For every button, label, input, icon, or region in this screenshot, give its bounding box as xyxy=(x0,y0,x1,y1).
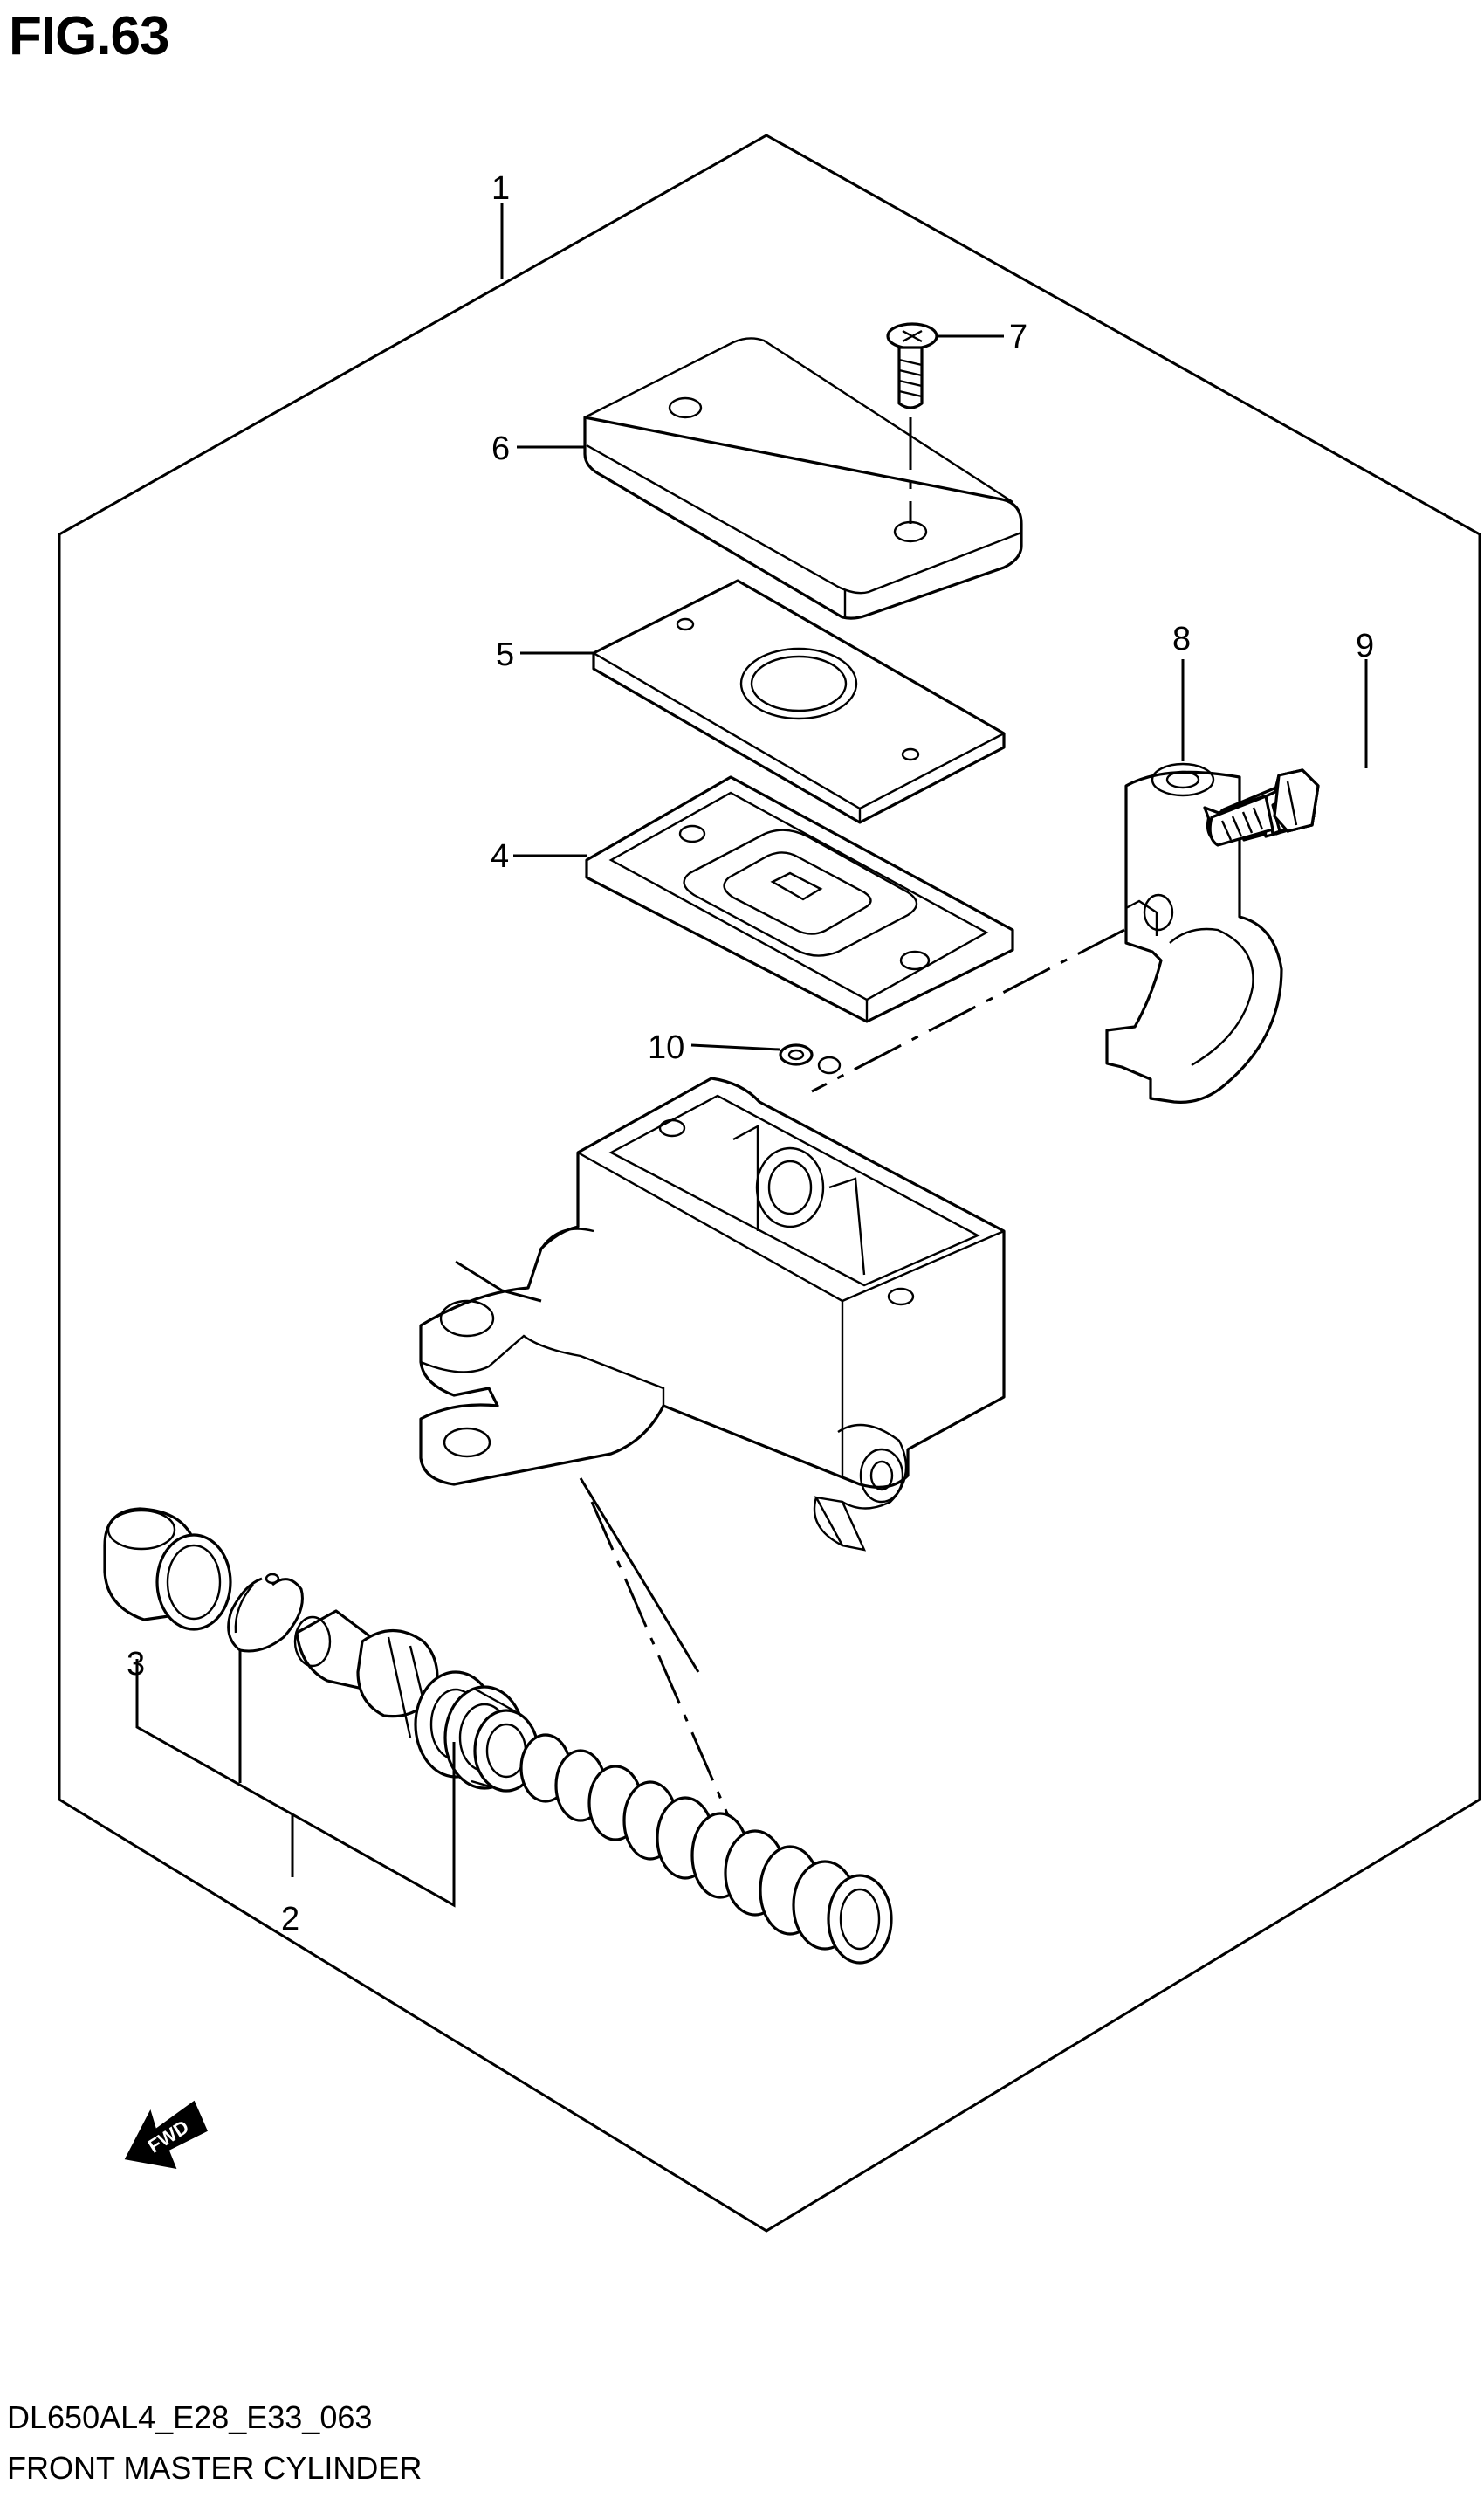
part-2-piston-kit[interactable] xyxy=(227,1573,539,1793)
part-4-diaphragm[interactable] xyxy=(585,775,1014,1023)
callout-10: 10 xyxy=(648,1029,684,1066)
drawing-caption: FRONT MASTER CYLINDER xyxy=(7,2450,423,2486)
part-6-reservoir-cap[interactable] xyxy=(583,337,1023,620)
callout-1: 1 xyxy=(491,170,510,207)
part-8-handlebar-holder[interactable] xyxy=(1105,762,1283,1104)
part-7-screw[interactable] xyxy=(886,322,938,409)
callout-9: 9 xyxy=(1356,628,1374,664)
leader-2-bracket xyxy=(135,1650,456,1908)
part-10-clip[interactable] xyxy=(779,1043,842,1075)
callout-5: 5 xyxy=(496,637,514,673)
callout-8: 8 xyxy=(1172,621,1191,657)
callout-7: 7 xyxy=(1009,319,1027,355)
callout-4: 4 xyxy=(491,838,509,875)
leader-10 xyxy=(690,1043,780,1051)
callout-2: 2 xyxy=(281,1901,299,1937)
callout-6: 6 xyxy=(491,430,510,467)
figure-title: FIG.63 xyxy=(9,6,170,66)
drawing-code: DL650AL4_E28_E33_063 xyxy=(7,2399,373,2435)
part-9-bolt[interactable] xyxy=(1203,768,1320,847)
assembly-boundary-hexagon xyxy=(58,134,1481,2233)
part-3-boot[interactable] xyxy=(103,1507,232,1631)
part-5-diaphragm-plate[interactable] xyxy=(592,579,1006,824)
fwd-direction-arrow-icon: FWD xyxy=(124,2100,208,2169)
master-cylinder-body[interactable] xyxy=(419,1077,1006,1552)
part-2-spring[interactable] xyxy=(519,1733,893,1965)
callout-3: 3 xyxy=(127,1646,145,1683)
